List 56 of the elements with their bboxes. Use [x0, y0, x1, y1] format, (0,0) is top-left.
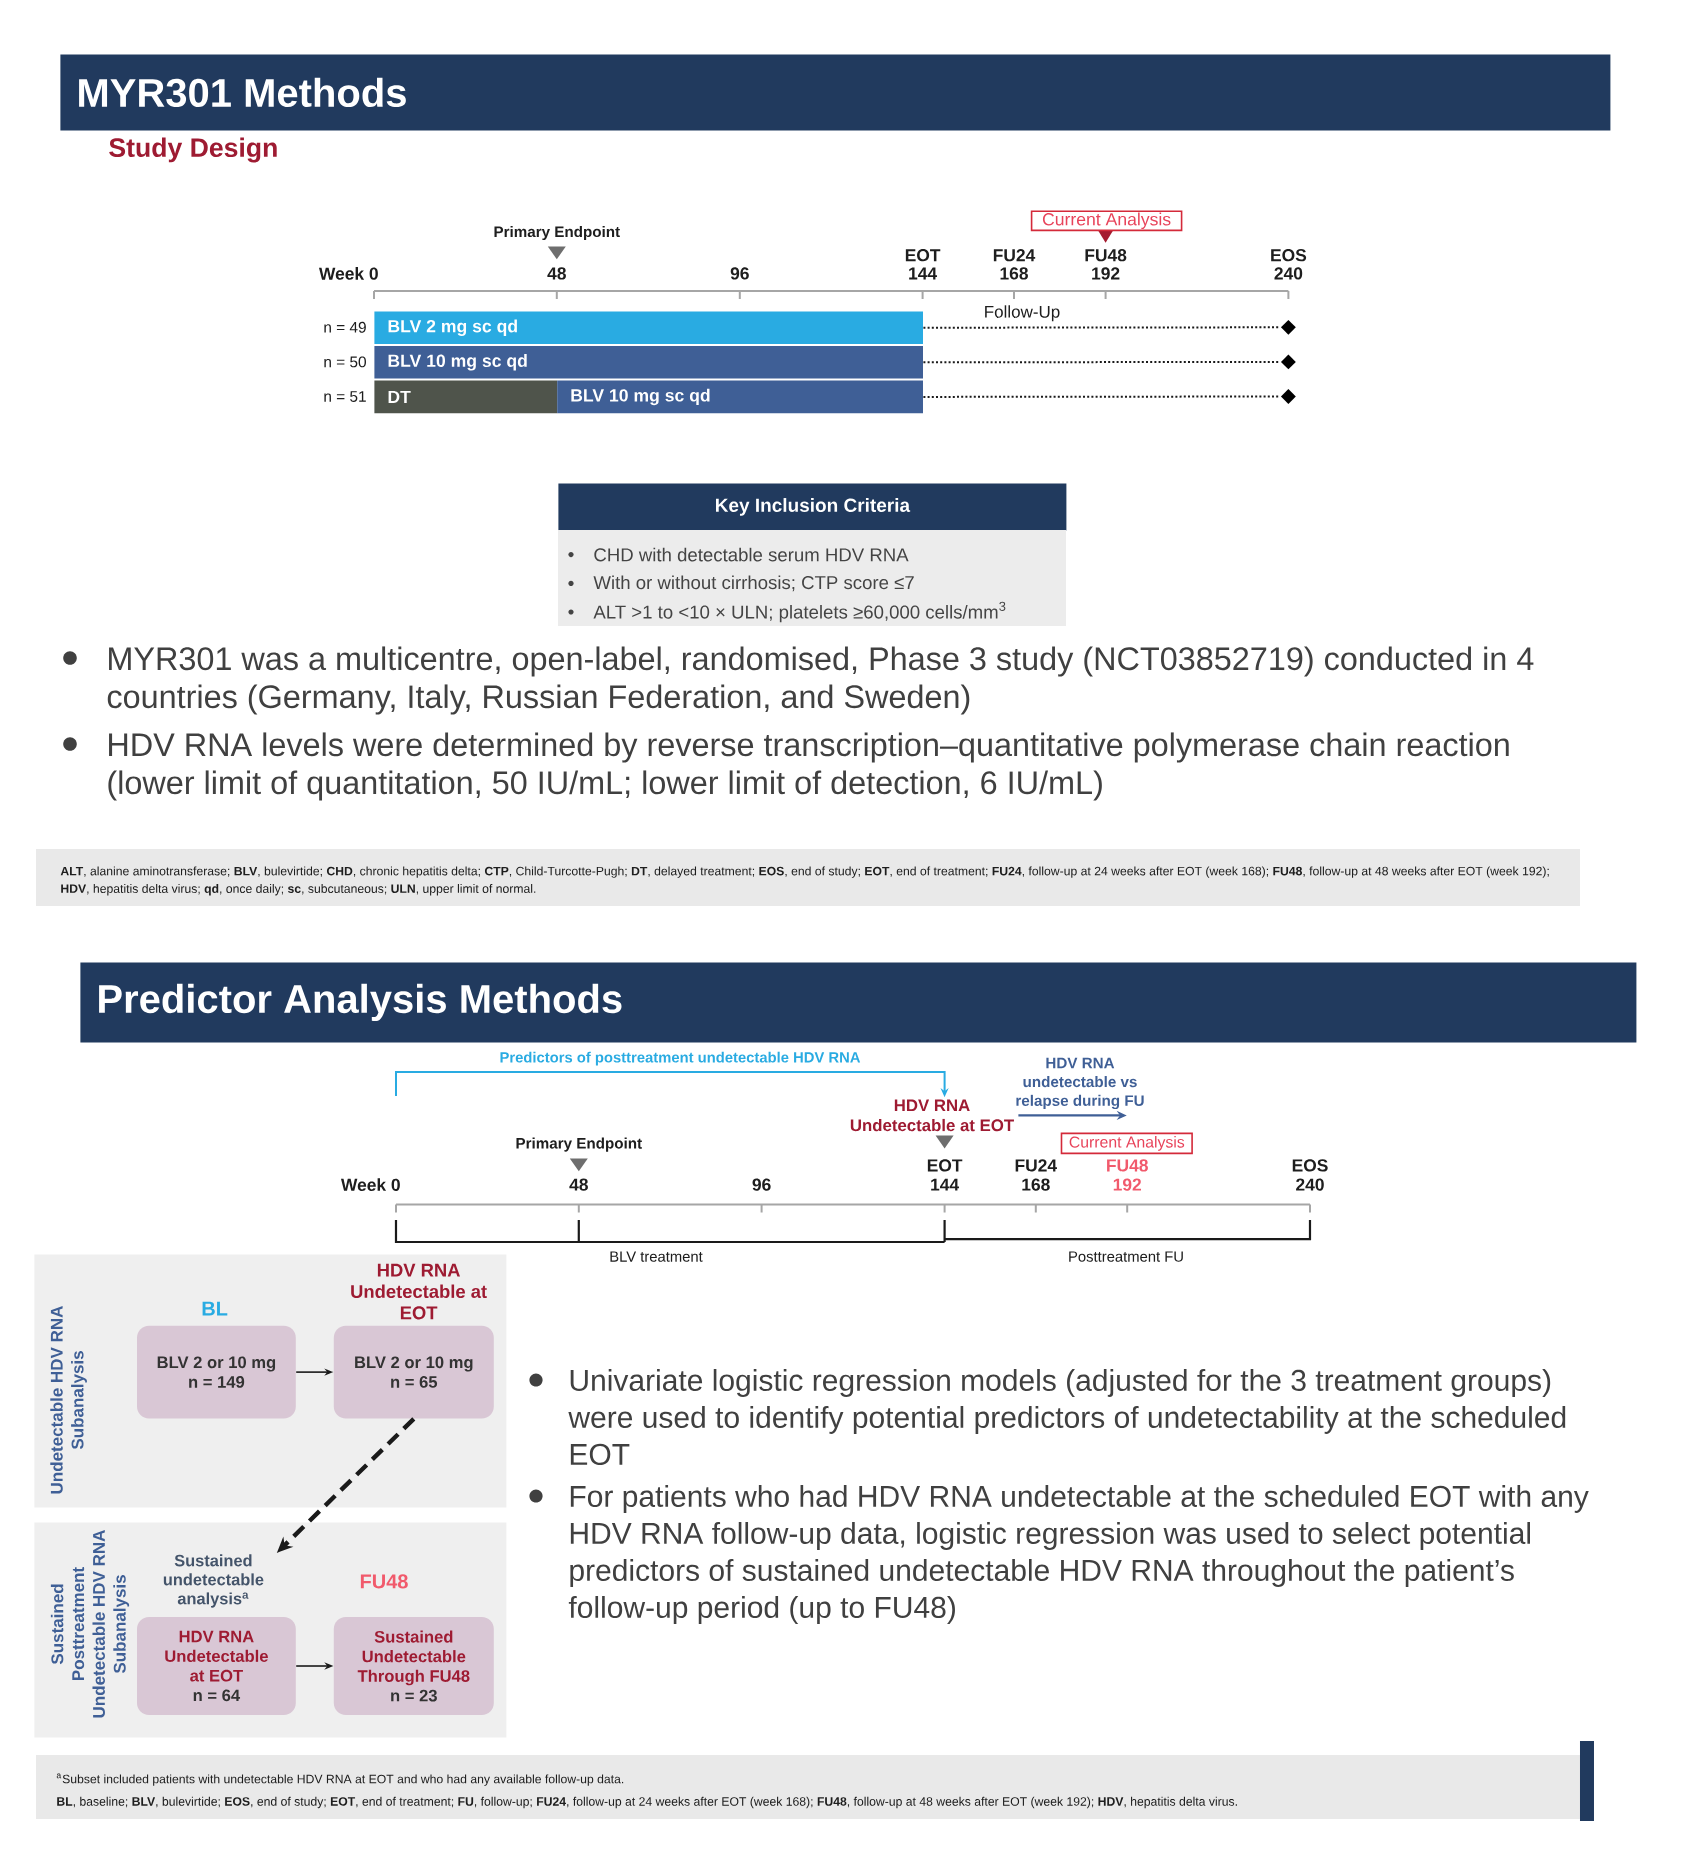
criteria-item: CHD with detectable serum HDV RNA — [594, 547, 909, 562]
tick-label: 240 — [1274, 267, 1303, 280]
dotted-line — [922, 326, 1282, 329]
tick-label: 168 — [1022, 1178, 1050, 1191]
diamond-marker — [1280, 389, 1296, 404]
tick-label: Week 0 — [319, 267, 378, 280]
tick-label: FU24 — [993, 249, 1036, 262]
dotted-line — [922, 360, 1282, 364]
cohort-box: BLV 2 or 10 mg n = 149 — [137, 1325, 296, 1419]
diamond-marker — [1280, 354, 1296, 370]
treatment-bar: BLV 10 mg sc qd — [557, 380, 923, 414]
node-label: BLV 10 mg sc qd — [388, 354, 527, 371]
section-header: Predictor Analysis Methods — [80, 962, 1637, 1043]
tick-label: Week 0 — [341, 1178, 400, 1191]
box-heading: FU48 — [360, 1574, 408, 1589]
treatment-bar: BLV 2 mg sc qd — [374, 311, 923, 344]
criteria-item: ALT >1 to <10 × ULN; platelets ≥60,000 cells/mm$^{3}$ — [593, 601, 1006, 623]
tick-label: 192 — [1092, 267, 1120, 280]
tick-label: 192 — [1113, 1178, 1141, 1191]
analysis-tag: Current Analysis — [1030, 210, 1183, 232]
bullet-text: HDV RNA levels were determined by reverse transcription–quantitative polymerase chain reaction (lower limit of quantitation, 50 IU/mL; lower limit of detection, 6 IU/mL) — [108, 732, 1509, 801]
criteria-header: Key Inclusion Criteria — [558, 483, 1067, 531]
tick-label: 144 — [931, 1178, 959, 1191]
diamond-marker — [1280, 319, 1296, 335]
treatment-bar: BLV 10 mg sc qd — [374, 346, 923, 379]
tick-label: EOS — [1292, 1159, 1328, 1172]
timepoint-label: HDV RNA Undetectable at EOT — [850, 1099, 1014, 1132]
tick-label: 48 — [569, 1178, 588, 1191]
tick-label: 144 — [909, 267, 937, 280]
treatment-bar: DT — [374, 380, 558, 414]
tick-label: 240 — [1296, 1178, 1324, 1191]
tick-label: 168 — [1000, 267, 1028, 280]
cohort-box: Sustained Undetectable Through FU48 n = 23 — [333, 1617, 494, 1715]
node-label: BLV 10 mg sc qd — [571, 388, 710, 406]
box-heading: BL — [202, 1301, 228, 1316]
box-heading: Sustained undetectable analysis$^{a}$ — [163, 1554, 264, 1608]
tick-label: FU24 — [1015, 1159, 1057, 1172]
criteria-item: With or without cirrhosis; CTP score ≤7 — [593, 575, 914, 592]
dotted-line — [922, 395, 1282, 398]
tick-label: 48 — [547, 267, 566, 280]
bullet-text: Univariate logistic regression models (adjusted for the 3 treatment groups) were used to identify potential predictors of undetectability at the scheduled EOT — [568, 1369, 1566, 1466]
tick-label: FU48 — [1085, 249, 1127, 262]
section-header: MYR301 Methods — [60, 54, 1611, 131]
box-heading: HDV RNA Undetectable at EOT — [351, 1263, 487, 1320]
panel-label: Sustained Posttreatment Undetectable HDV RNA Subanalysis — [50, 1530, 130, 1718]
tick-label: EOT — [905, 249, 941, 262]
tick-label: EOT — [927, 1159, 963, 1172]
bullet-text: For patients who had HDV RNA undetectable at the scheduled EOT with any HDV RNA follow-up data, logistic regression was used to select potential predictors of sustained undetectable HDV RNA throughout the patient’s follow-up period (up to FU48) — [568, 1485, 1589, 1624]
phase-label: Follow-Up — [985, 305, 1060, 322]
tick-label: EOS — [1271, 249, 1307, 262]
tick-label: 96 — [752, 1178, 771, 1191]
panel-label: Undetectable HDV RNA Subanalysis — [50, 1306, 87, 1494]
cohort-box: BLV 2 or 10 mg n = 65 — [333, 1325, 494, 1419]
tick-label: 96 — [730, 267, 749, 280]
cohort-box: HDV RNA Undetectable at EOT n = 64 — [137, 1617, 296, 1715]
bullet-text: MYR301 was a multicentre, open-label, randomised, Phase 3 study (NCT03852719) conducted in 4 countries (Germany, Italy, Russian Federation, and Sweden) — [107, 646, 1534, 715]
